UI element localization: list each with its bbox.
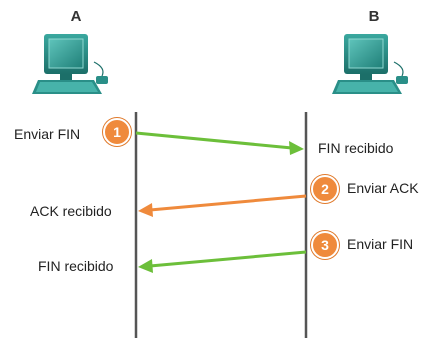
step-3-received-label: FIN recibido	[38, 258, 114, 274]
computer-icon	[32, 34, 108, 94]
step-1-received-label: FIN recibido	[318, 140, 394, 156]
arrow-fin-a-to-b	[135, 131, 304, 155]
host-a-label: A	[70, 8, 82, 25]
step-1-action-label: Enviar FIN	[14, 126, 81, 142]
host-b-label: B	[368, 8, 380, 25]
step-2-badge: 2	[311, 175, 339, 203]
step-1-badge: 1	[103, 118, 131, 146]
step-2-received-label: ACK recibido	[30, 203, 112, 219]
step-3-action-label: Enviar FIN	[347, 236, 414, 252]
arrow-ack-b-to-a	[138, 194, 307, 217]
step-3-badge: 3	[311, 231, 339, 259]
computer-icon	[332, 34, 408, 94]
arrow-fin-b-to-a	[138, 250, 307, 273]
step-2-action-label: Enviar ACK	[347, 180, 419, 196]
